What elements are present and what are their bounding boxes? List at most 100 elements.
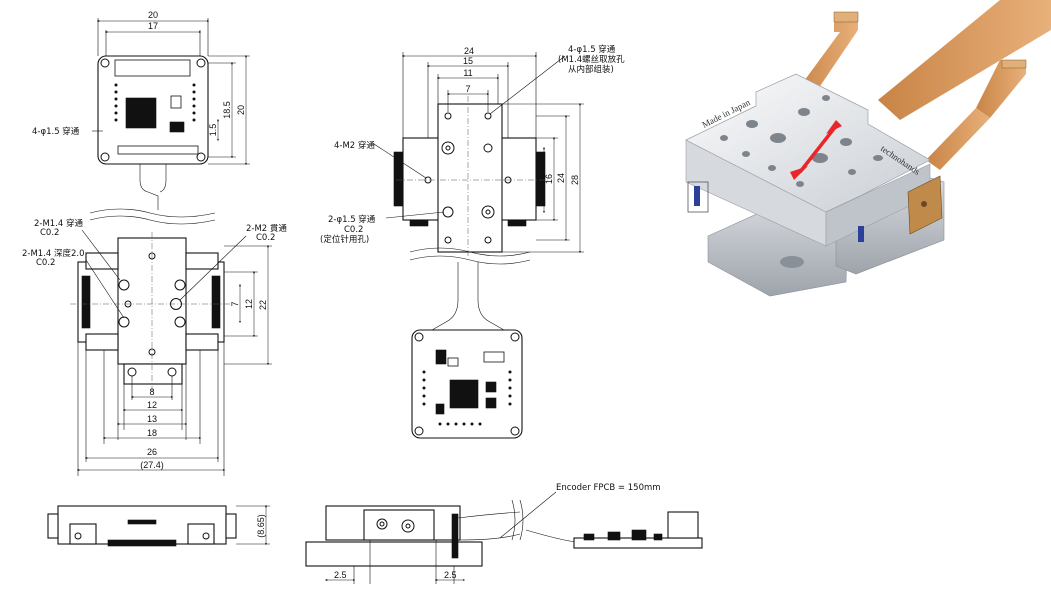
side-plate bbox=[85, 252, 119, 270]
break-line bbox=[89, 208, 216, 218]
pcb-component bbox=[485, 397, 497, 409]
bottom-hole bbox=[484, 236, 492, 244]
note-m14-depth: 2-M1.4 深度2.0 bbox=[22, 248, 85, 259]
motion-arrow bbox=[798, 124, 838, 174]
note-phi15: 4-φ1.5 穿通 bbox=[32, 126, 80, 137]
flex-cable-photo bbox=[976, 60, 1026, 118]
dim-b27-4: (27.4) bbox=[140, 460, 164, 470]
photo-holes bbox=[720, 95, 883, 187]
dim-r7: 7 bbox=[230, 301, 240, 306]
note-m14-thru: 2-M1.4 穿通 bbox=[34, 218, 84, 229]
pcb-ic-chip bbox=[125, 97, 157, 129]
screw bbox=[694, 186, 700, 206]
pcb-component bbox=[435, 349, 447, 365]
side-connector bbox=[667, 511, 699, 539]
flex-cable bbox=[431, 262, 505, 331]
encoder-cable bbox=[457, 511, 521, 519]
dim-w7: 7 bbox=[465, 84, 470, 94]
pcb-connector bbox=[114, 59, 191, 77]
pcb-pad-row bbox=[117, 145, 199, 155]
note-phi15-2: (M1.4螺丝取放孔 bbox=[558, 54, 625, 65]
side-view-left: (8.65) bbox=[47, 504, 270, 547]
dim-h8-65: (8.65) bbox=[256, 514, 266, 538]
side-plate bbox=[185, 333, 219, 351]
dim-h28: 28 bbox=[570, 175, 580, 185]
center-top-view: 24 15 11 7 28 24 16 12 4-φ1.5 穿通 (M1.4螺丝… bbox=[320, 44, 625, 439]
dim-w20: 20 bbox=[148, 10, 158, 20]
pin-hole bbox=[442, 206, 454, 218]
pcb-mount-hole bbox=[100, 58, 110, 68]
pcb-component bbox=[170, 95, 182, 109]
dim-w11: 11 bbox=[463, 68, 472, 78]
side-view-center: Encoder FPCB = 150mm 2.5 2.5 bbox=[305, 483, 703, 584]
note-phi15-3: 从内部组装) bbox=[568, 64, 614, 75]
break-line bbox=[409, 255, 531, 265]
rail-label bbox=[535, 151, 546, 207]
dim-h18-5: 18.5 bbox=[222, 101, 232, 119]
m14-hole bbox=[118, 279, 130, 291]
break-line bbox=[89, 215, 216, 225]
product-photo: Made in Japan technohands bbox=[668, 0, 1051, 308]
dim-h12: 12 bbox=[534, 175, 544, 185]
rail-label bbox=[211, 275, 221, 329]
dim-h1-5: 1.5 bbox=[208, 124, 218, 137]
side-plate bbox=[85, 333, 119, 351]
flex-cable-photo bbox=[878, 0, 1051, 120]
flex-cable bbox=[139, 164, 167, 210]
flex-clip bbox=[507, 219, 527, 227]
dim-b8: 8 bbox=[149, 387, 154, 397]
note-m2-thru-c: C0.2 bbox=[256, 233, 275, 243]
dim-r22: 22 bbox=[258, 300, 268, 310]
break-line bbox=[511, 499, 516, 541]
side-flex bbox=[107, 539, 177, 547]
pcb-mount-hole bbox=[196, 152, 206, 162]
dim-b18: 18 bbox=[147, 428, 157, 438]
dim-w15: 15 bbox=[463, 56, 473, 66]
note-pin-2: C0.2 bbox=[344, 225, 363, 235]
stage-slider bbox=[437, 103, 503, 253]
top-hole bbox=[444, 112, 452, 120]
side-slider bbox=[363, 509, 435, 541]
pcb-vias bbox=[422, 370, 512, 426]
pcb-component bbox=[483, 351, 505, 363]
break-line bbox=[409, 247, 531, 257]
dim-r12: 12 bbox=[244, 299, 254, 309]
pcb-component bbox=[485, 381, 497, 393]
encoder-cable bbox=[457, 533, 521, 541]
rail-label bbox=[81, 275, 91, 329]
note-m2: 4-M2 穿通 bbox=[334, 140, 375, 151]
dim-h24: 24 bbox=[556, 173, 566, 183]
flex-clip bbox=[409, 219, 429, 227]
pcb-ic-chip bbox=[449, 379, 479, 409]
pcb-vias bbox=[114, 83, 196, 122]
flex-cable-photo bbox=[796, 12, 858, 98]
side-flex-clip bbox=[451, 513, 459, 559]
pin-hole-inner bbox=[485, 209, 491, 215]
side-slot bbox=[127, 519, 157, 525]
side-end bbox=[225, 513, 237, 539]
dim-b12: 12 bbox=[147, 400, 157, 410]
tab-hole bbox=[167, 367, 177, 377]
pcb-mount-hole bbox=[196, 58, 206, 68]
dim-h16: 16 bbox=[544, 174, 554, 184]
dim-w24: 24 bbox=[464, 46, 474, 56]
break-line bbox=[519, 499, 524, 541]
dim-right-2-5: 2.5 bbox=[444, 570, 457, 580]
side-plate bbox=[185, 252, 219, 270]
m14-hole bbox=[174, 279, 186, 291]
note-m2-thru: 2-M2 貫通 bbox=[246, 223, 287, 234]
note-pin-3: (定位针用孔) bbox=[320, 234, 369, 245]
note-pin-1: 2-φ1.5 穿通 bbox=[328, 214, 376, 225]
note-m14-thru-c: C0.2 bbox=[40, 228, 59, 238]
left-top-view: 20 17 20 18.5 1.5 4-φ1.5 穿通 2-M1.4 穿通 C0… bbox=[22, 10, 287, 476]
rail-label bbox=[393, 151, 404, 207]
top-hole-inner bbox=[445, 145, 451, 151]
pcb-mount-hole bbox=[100, 152, 110, 162]
dim-h20: 20 bbox=[236, 105, 246, 115]
side-end bbox=[47, 513, 59, 539]
stage-top bbox=[685, 73, 931, 213]
dim-b26: 26 bbox=[147, 447, 157, 457]
tab-hole bbox=[127, 367, 137, 377]
pcb-component bbox=[169, 121, 185, 133]
top-hole bbox=[484, 112, 492, 120]
